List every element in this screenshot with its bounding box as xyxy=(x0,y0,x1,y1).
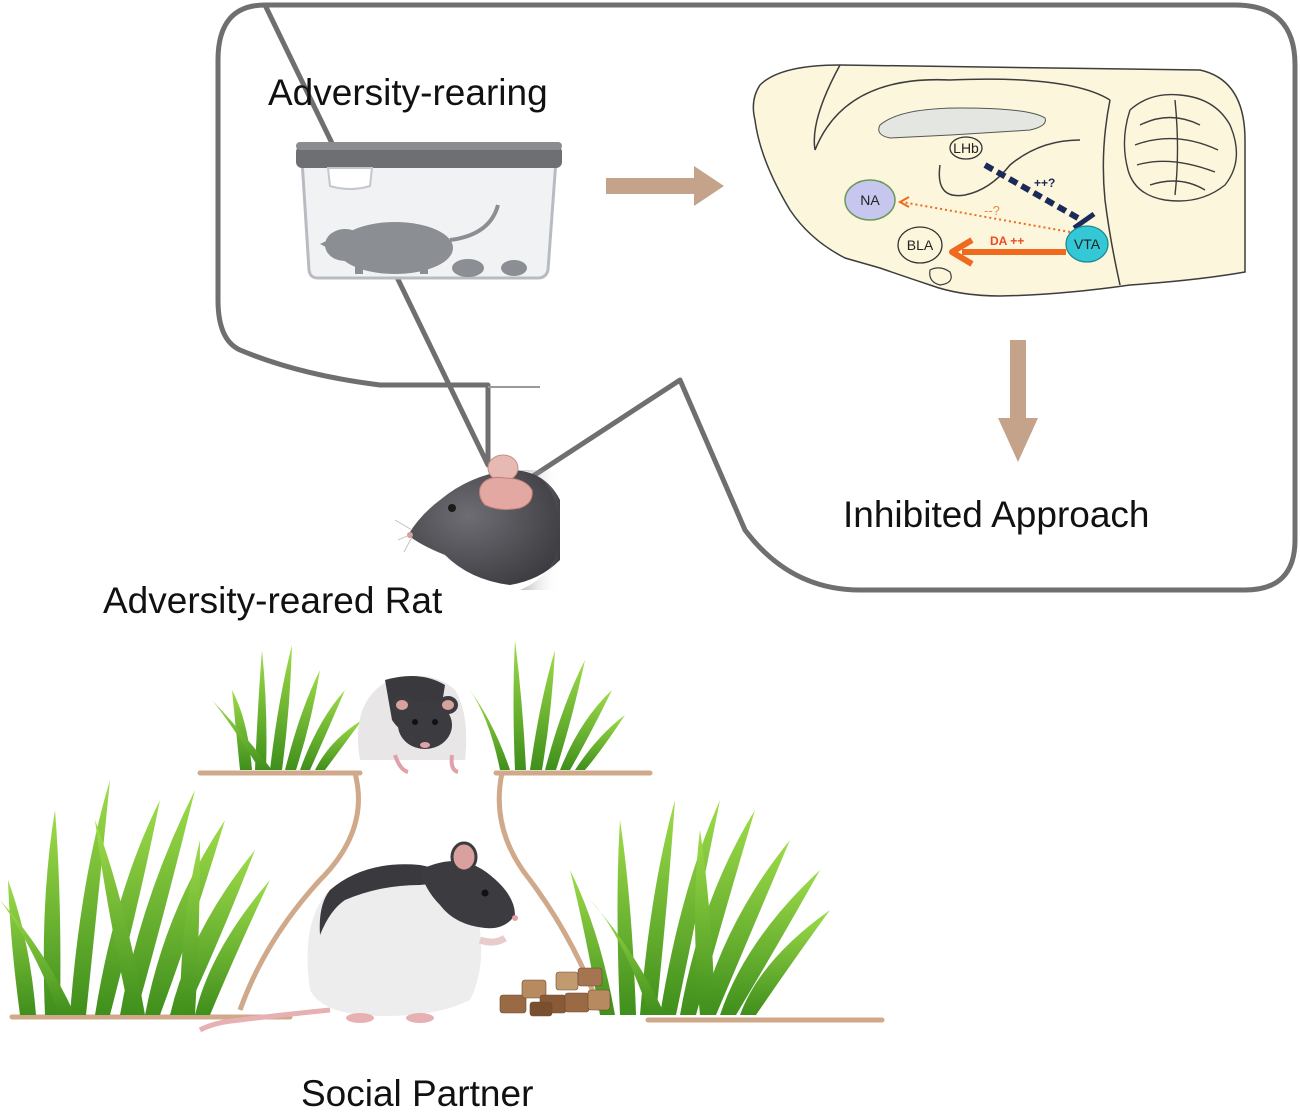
cerebellum xyxy=(1123,93,1238,202)
thought-bubble-outline xyxy=(215,2,1298,593)
tunnel-wall-left xyxy=(237,772,361,1011)
region-lhb: LHb xyxy=(949,136,983,160)
vta-bla-annotation: DA ++ xyxy=(990,234,1024,248)
peeking-rat xyxy=(358,675,467,774)
grass-clump-left xyxy=(0,780,270,1015)
food-pellets xyxy=(499,967,611,1017)
grass-clump-right xyxy=(570,800,830,1015)
ventricle-shape xyxy=(878,107,1046,139)
rearing-cage xyxy=(296,142,562,280)
svg-text:NA: NA xyxy=(860,192,880,208)
flow-arrow-down xyxy=(998,340,1038,462)
lhb-vta-pathway xyxy=(983,162,1087,225)
inhibited-approach-label: Inhibited Approach xyxy=(843,494,1150,535)
region-na: NA xyxy=(844,179,896,221)
grass-clump-top-left xyxy=(212,645,362,770)
grass-scene xyxy=(0,640,885,1033)
svg-text:VTA: VTA xyxy=(1074,236,1101,252)
lhb-vta-annotation: ++? xyxy=(1034,176,1055,190)
social-partner-rat xyxy=(198,841,518,1033)
svg-text:LHb: LHb xyxy=(953,140,979,156)
vta-na-annotation: --? xyxy=(984,203,1000,218)
adversity-reared-rat-label: Adversity-reared Rat xyxy=(103,580,443,621)
adversity-reared-rat-head xyxy=(394,454,560,590)
grass-clump-top-right xyxy=(470,640,625,770)
svg-text:BLA: BLA xyxy=(907,237,934,253)
vta-na-pathway xyxy=(901,201,1071,233)
adversity-rearing-label: Adversity-rearing xyxy=(268,72,548,113)
region-bla: BLA xyxy=(897,226,943,264)
pup-silhouettes xyxy=(452,259,527,277)
region-vta: VTA xyxy=(1065,225,1109,263)
social-partner-label: Social Partner xyxy=(301,1073,533,1114)
mother-rat-silhouette xyxy=(320,204,500,274)
flow-arrow-right xyxy=(606,166,724,206)
brain-diagram: ++? --? DA ++ LHb NA BLA VTA xyxy=(752,64,1246,297)
